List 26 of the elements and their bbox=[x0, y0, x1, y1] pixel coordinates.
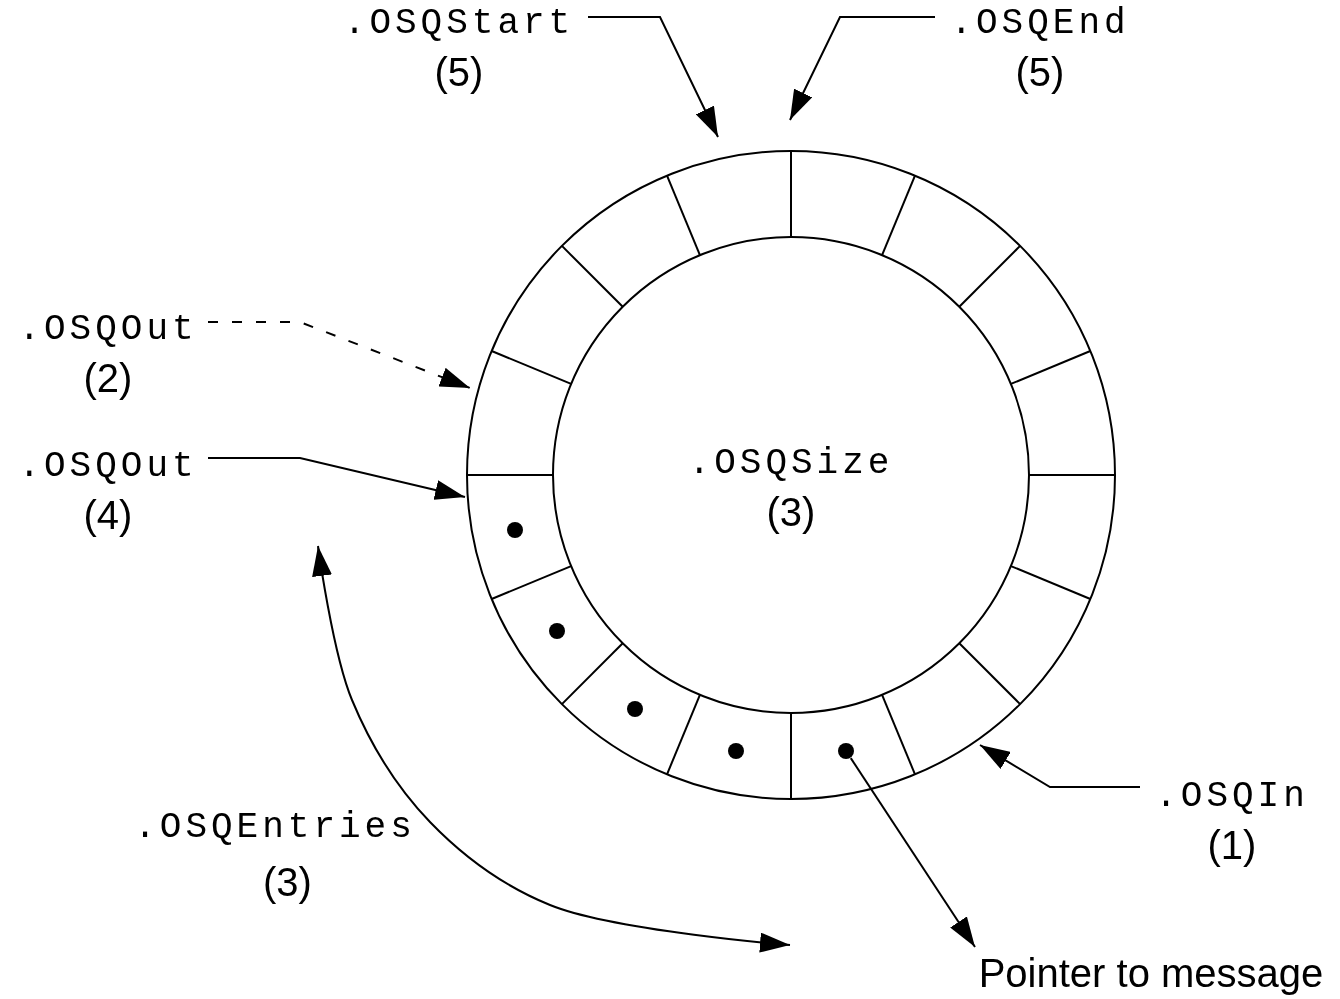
field-name: .OSQSize bbox=[688, 442, 894, 486]
arrow bbox=[789, 16, 936, 121]
arrow bbox=[849, 757, 976, 948]
value-label: (4) bbox=[83, 492, 133, 539]
value-label: (5) bbox=[1015, 49, 1065, 96]
arrow bbox=[979, 744, 1141, 788]
field-name: .OSQStart bbox=[343, 2, 575, 46]
arrow bbox=[207, 321, 471, 389]
field-name: .OSQOut bbox=[18, 308, 198, 352]
field-name: .OSQEntries bbox=[133, 806, 417, 850]
value-label: (3) bbox=[766, 489, 816, 536]
pointer-dot bbox=[837, 742, 854, 759]
pointer-dot bbox=[549, 623, 566, 640]
pointer-dot bbox=[728, 742, 745, 759]
pointer-dot bbox=[626, 700, 643, 717]
arrow bbox=[207, 457, 466, 500]
value-label: (5) bbox=[434, 49, 484, 96]
field-name: .OSQOut bbox=[18, 445, 198, 489]
value-label: (3) bbox=[262, 859, 313, 906]
pointer-dot bbox=[507, 521, 524, 538]
value-label: (1) bbox=[1207, 822, 1257, 869]
field-name: .OSQIn bbox=[1155, 775, 1309, 819]
value-label: (2) bbox=[83, 355, 133, 402]
field-name: .OSQEnd bbox=[950, 2, 1130, 46]
node-label: Pointer to message bbox=[978, 950, 1324, 997]
arrow bbox=[587, 16, 719, 138]
